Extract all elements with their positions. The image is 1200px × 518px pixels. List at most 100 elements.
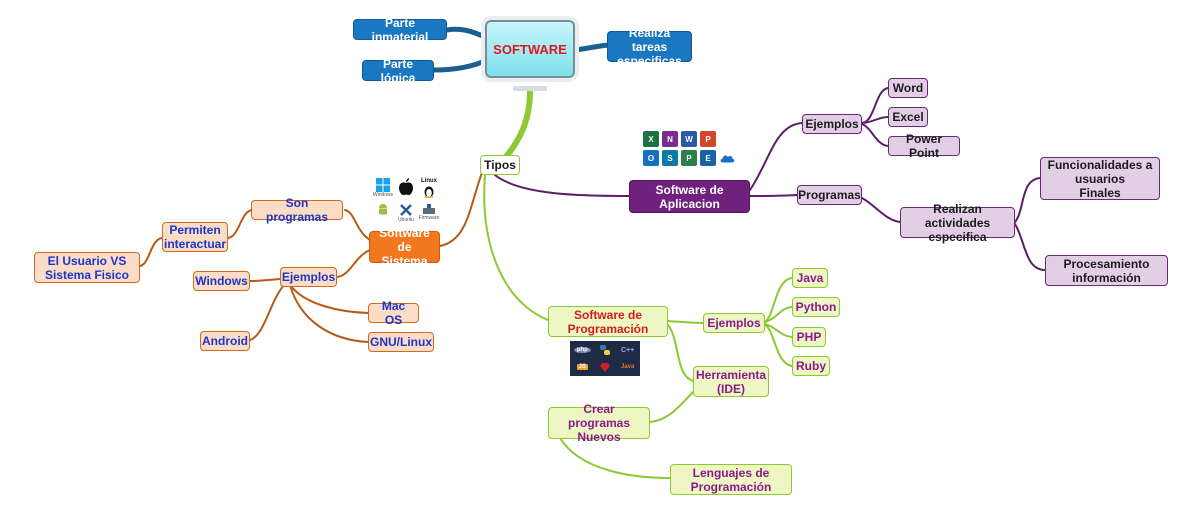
office-blank-cell bbox=[719, 131, 735, 147]
node-realizan-actividades[interactable]: Realizan actividades especifica bbox=[900, 202, 1015, 244]
link-permiten-usuario bbox=[139, 237, 163, 267]
link-ejemplos-powerpoint bbox=[861, 123, 889, 147]
node-tipos[interactable]: Tipos bbox=[480, 155, 520, 175]
project-logo-icon: P bbox=[681, 150, 697, 166]
node-java-label: Java bbox=[796, 271, 824, 285]
link-ejemplos-excel bbox=[861, 116, 889, 124]
powerpoint-logo-icon: P bbox=[700, 131, 716, 147]
sharepoint-logo-icon: S bbox=[662, 150, 678, 166]
windows-logo-label: Windows bbox=[372, 192, 394, 198]
onedrive-logo-icon bbox=[719, 150, 735, 166]
node-procesamiento-label: Procesamiento información bbox=[1063, 256, 1150, 285]
node-software-aplicacion[interactable]: Software de Aplicacion bbox=[629, 180, 750, 213]
link-root-tipos bbox=[502, 89, 533, 161]
python-logo-icon bbox=[595, 343, 616, 358]
node-software-aplicacion-label: Software de Aplicacion bbox=[655, 182, 724, 211]
node-son-programas-label: Son programas bbox=[265, 196, 329, 224]
link-realizan-funcionalidades bbox=[1014, 177, 1041, 223]
link-root-inmaterial bbox=[444, 26, 490, 41]
link-herramienta-crear bbox=[649, 389, 696, 423]
node-php[interactable]: PHP bbox=[792, 327, 826, 347]
node-realiza-tareas-label: Realiza tareas especificas bbox=[617, 25, 682, 68]
node-gnu-linux[interactable]: GNU/Linux bbox=[368, 332, 434, 352]
node-android-label: Android bbox=[202, 334, 248, 348]
node-aplicacion-ejemplos-label: Ejemplos bbox=[805, 117, 859, 131]
ubuntu-logo-label: Ubuntu bbox=[397, 217, 415, 223]
link-ejemplos-windows bbox=[249, 278, 281, 282]
java-logo-label: Java bbox=[620, 363, 635, 370]
link-crear-lenguajes bbox=[559, 437, 671, 479]
node-crear-programas-label: Crear programas Nuevos bbox=[567, 402, 631, 444]
node-funcionalidades[interactable]: Funcionalidades a usuarios Finales bbox=[1040, 157, 1160, 200]
link-root-tareas bbox=[572, 42, 611, 53]
office-logos: X N W P O S P E bbox=[643, 131, 735, 166]
node-excel[interactable]: Excel bbox=[888, 107, 928, 127]
link-sistema-ejemplos bbox=[336, 249, 371, 278]
node-lenguajes-programacion-label: Lenguajes de Programación bbox=[690, 465, 772, 494]
root-node-software[interactable]: SOFTWARE bbox=[485, 20, 575, 78]
node-mac-os-label: Mac OS bbox=[381, 299, 406, 327]
node-programas-label: Programas bbox=[798, 188, 861, 202]
link-ejemplos-gnu bbox=[289, 284, 369, 343]
link-ejemplos-java bbox=[764, 277, 793, 323]
node-usuario-vs-sistema[interactable]: El Usuario VS Sistema Fisico bbox=[34, 252, 140, 283]
node-programacion-ejemplos[interactable]: Ejemplos bbox=[703, 313, 765, 333]
node-software-sistema[interactable]: Software de Sistema bbox=[369, 226, 440, 268]
node-herramienta-ide[interactable]: Herramienta (IDE) bbox=[693, 366, 769, 397]
link-sistema-son bbox=[344, 209, 371, 241]
node-mac-os[interactable]: Mac OS bbox=[368, 299, 419, 327]
node-realiza-tareas[interactable]: Realiza tareas especificas bbox=[607, 26, 692, 68]
node-android[interactable]: Android bbox=[200, 331, 250, 351]
link-programacion-herramienta bbox=[667, 324, 694, 382]
word-logo-icon: W bbox=[681, 131, 697, 147]
java-logo-icon: Java bbox=[617, 360, 638, 375]
node-son-programas[interactable]: Son programas bbox=[251, 196, 343, 224]
link-ejemplos-android bbox=[249, 283, 286, 341]
link-son-permiten bbox=[227, 209, 253, 239]
android-logo-icon bbox=[373, 203, 393, 225]
apple-logo-icon bbox=[396, 178, 416, 200]
node-aplicacion-ejemplos[interactable]: Ejemplos bbox=[802, 114, 862, 134]
node-parte-inmaterial[interactable]: Parte inmaterial bbox=[353, 16, 447, 44]
node-word[interactable]: Word bbox=[888, 78, 928, 98]
node-crear-programas[interactable]: Crear programas Nuevos bbox=[548, 402, 650, 444]
windows-logo-icon: Windows bbox=[373, 178, 393, 200]
node-ruby[interactable]: Ruby bbox=[792, 356, 830, 376]
programming-logos: php C++ JS Java bbox=[570, 341, 640, 376]
node-software-programacion-label: Software de Programación bbox=[567, 307, 649, 336]
node-lenguajes-programacion[interactable]: Lenguajes de Programación bbox=[670, 464, 792, 495]
node-python[interactable]: Python bbox=[792, 297, 840, 317]
node-parte-logica-label: Parte lógica bbox=[380, 56, 416, 85]
node-usuario-vs-sistema-label: El Usuario VS Sistema Fisico bbox=[44, 253, 130, 282]
node-herramienta-ide-label: Herramienta (IDE) bbox=[695, 367, 767, 396]
node-programacion-ejemplos-label: Ejemplos bbox=[707, 316, 761, 330]
firmware-icon: Firmware bbox=[419, 203, 439, 225]
node-permiten-interactuar[interactable]: Permiten interactuar bbox=[162, 222, 228, 252]
cpp-logo-label: C++ bbox=[621, 346, 635, 354]
node-ruby-label: Ruby bbox=[796, 359, 826, 373]
firmware-logo-label: Firmware bbox=[418, 215, 440, 221]
link-ejemplos-php bbox=[764, 323, 793, 338]
exchange-logo-icon: E bbox=[700, 150, 716, 166]
node-programas[interactable]: Programas bbox=[797, 185, 862, 205]
cpp-logo-icon: C++ bbox=[617, 343, 638, 358]
link-ejemplos-ruby bbox=[764, 324, 793, 367]
node-excel-label: Excel bbox=[892, 110, 924, 124]
node-sistema-ejemplos[interactable]: Ejemplos bbox=[280, 267, 337, 287]
node-power-point-label: Power Point bbox=[905, 132, 942, 160]
node-java[interactable]: Java bbox=[792, 268, 828, 288]
node-software-programacion[interactable]: Software de Programación bbox=[548, 306, 668, 337]
linux-logo-icon: Linux bbox=[419, 178, 439, 200]
link-tipos-aplicacion bbox=[494, 174, 631, 197]
node-power-point[interactable]: Power Point bbox=[888, 132, 960, 160]
link-programas-realizan bbox=[861, 197, 901, 223]
node-windows[interactable]: Windows bbox=[193, 271, 250, 291]
onenote-logo-icon: N bbox=[662, 131, 678, 147]
node-parte-logica[interactable]: Parte lógica bbox=[362, 57, 434, 85]
node-funcionalidades-label: Funcionalidades a usuarios Finales bbox=[1047, 157, 1153, 200]
node-python-label: Python bbox=[795, 300, 837, 314]
node-realizan-actividades-label: Realizan actividades especifica bbox=[924, 201, 991, 244]
node-procesamiento[interactable]: Procesamiento información bbox=[1045, 255, 1168, 286]
os-logos: Windows Linux Ubuntu Firmware bbox=[373, 178, 439, 225]
